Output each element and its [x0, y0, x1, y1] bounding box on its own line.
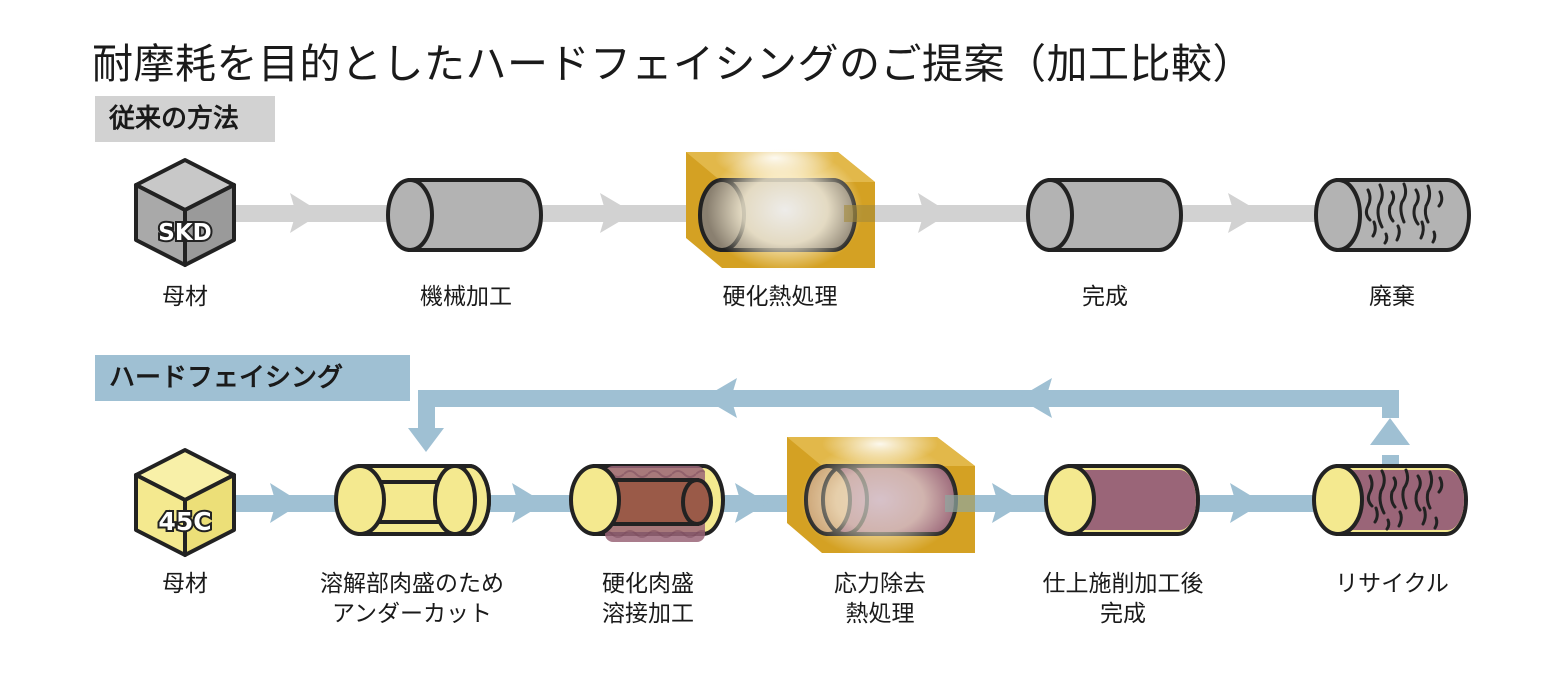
worn-cylinder-icon: [1314, 178, 1471, 252]
recycle-cylinder-icon: [1312, 464, 1468, 536]
arrow-head: [600, 193, 634, 233]
step-label-conv-disposal: 廃棄: [1369, 284, 1415, 310]
recycle-return-arrow: [408, 378, 1410, 465]
arrow-head: [735, 483, 768, 523]
arrow-head: [992, 483, 1025, 523]
step-label-hard-welding: 硬化肉盛 溶接加工: [602, 571, 694, 627]
undercut-spool-icon: [334, 464, 491, 536]
stress-relief-heat-box-icon: [787, 424, 975, 558]
cube-badge: SKD: [158, 220, 211, 246]
page-title: 耐摩耗を目的としたハードフェイシングのご提案（加工比較）: [92, 40, 1254, 88]
arrow-head: [1228, 193, 1262, 233]
finished-weld-cylinder-icon: [1044, 464, 1200, 536]
arrow-head: [512, 483, 545, 523]
skd-cube-icon: SKD: [134, 158, 236, 267]
section-label-hardfacing: ハードフェイシング: [95, 355, 410, 401]
arrow-head: [270, 483, 302, 523]
step-label-conv-finished: 完成: [1082, 284, 1128, 310]
45c-cube-icon: 45C: [134, 448, 236, 557]
arrow-head: [1230, 483, 1263, 523]
hardfacing-weld-icon: [569, 464, 725, 542]
step-label-hard-finished: 仕上施削加工後 完成: [1042, 571, 1204, 627]
step-label-hard-base: 母材: [162, 571, 208, 597]
step-label-hard-undercut: 溶解部肉盛のため アンダーカット: [320, 571, 504, 627]
hardening-heat-box-icon: [686, 136, 875, 272]
finished-cylinder-icon: [1026, 178, 1183, 252]
step-label-hard-recycle: リサイクル: [1335, 571, 1449, 597]
arrow-head: [290, 193, 322, 233]
cube-badge: 45C: [158, 507, 211, 536]
step-label-conv-machining: 機械加工: [420, 284, 512, 310]
section-label-conventional: 従来の方法: [95, 96, 275, 142]
step-label-conv-base: 母材: [162, 284, 208, 310]
arrow-head: [918, 193, 950, 233]
step-label-conv-hardening: 硬化熱処理: [722, 284, 838, 310]
step-label-hard-stress-relief: 応力除去 熱処理: [834, 571, 926, 627]
machined-cylinder-icon: [386, 178, 543, 252]
